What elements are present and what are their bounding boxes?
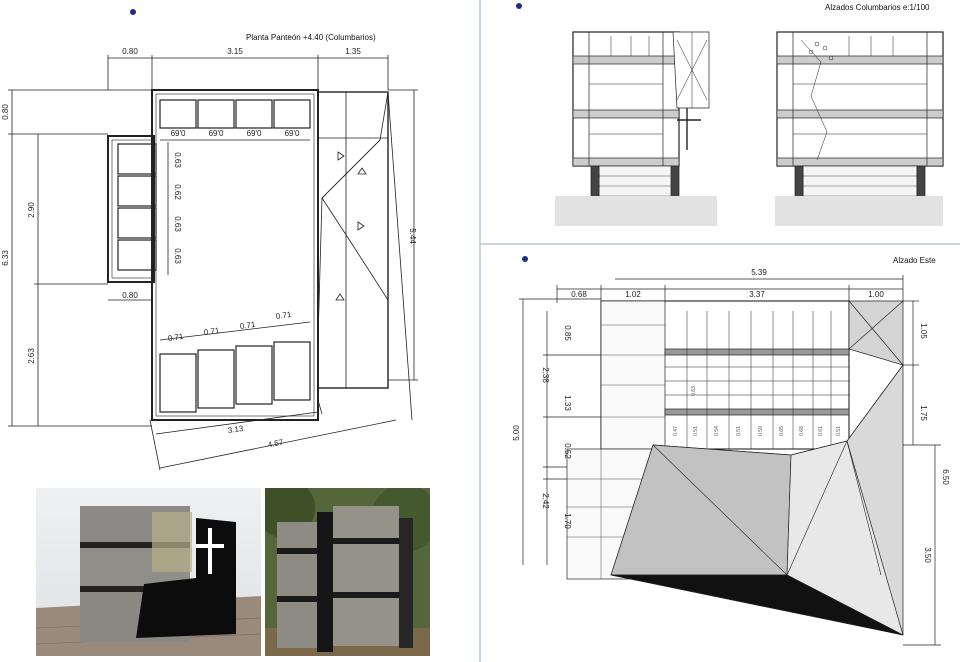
east-niche-dim-9: 0.51	[836, 426, 842, 436]
niche-side-3: 0.63	[173, 216, 182, 232]
east-right-dim-2: 1.75	[919, 405, 928, 421]
east-niche-dim-3: 0.54	[714, 426, 720, 436]
plan-top-dim-3: 1.35	[345, 47, 361, 56]
plan-top-dim-1: 0.80	[122, 47, 138, 56]
render-image	[36, 506, 261, 656]
site-photo	[265, 488, 430, 656]
east-right-dim-3: 6.50	[941, 469, 950, 485]
east-right-dim-4: 3.50	[923, 547, 932, 563]
niche-top-4: 69'0	[285, 129, 300, 138]
east-right-dim-1: 1.05	[919, 323, 928, 339]
plan-left-dim-1: 0.80	[1, 104, 10, 120]
elevations-title: Alzados Columbarios e:1/100	[825, 3, 930, 12]
floor-plan-drawing: 0.80 3.15 1.35 0.80 69'0 69'0 69'0 69'0 …	[1, 47, 418, 471]
plan-left-dim-4: 2.63	[27, 348, 36, 364]
niche-side-2: 0.62	[173, 184, 182, 200]
east-niche-dim-6: 0.65	[779, 426, 785, 436]
columbaria-elevations-drawing	[555, 31, 944, 226]
plan-title: Planta Panteón +4.40 (Columbarios)	[246, 33, 376, 42]
niche-top-3: 69'0	[247, 129, 262, 138]
east-left-dim-4: 0.52	[563, 443, 572, 459]
plan-top-dim-2: 3.15	[227, 47, 243, 56]
east-left-dim-5: 2.42	[541, 493, 550, 509]
east-left-dim-1: 0.85	[563, 325, 572, 341]
plan-left-dim-3: 6.33	[1, 250, 10, 266]
east-top-dim-4: 1.00	[868, 290, 884, 299]
east-niche-dim-10: 0.63	[691, 386, 697, 396]
east-bullet-icon	[522, 256, 528, 262]
east-niche-dim-7: 0.68	[799, 426, 805, 436]
niche-bottom-2: 0.71	[203, 326, 220, 337]
east-left-dim-6: 1.70	[563, 513, 572, 529]
elevations-bullet-icon	[516, 3, 522, 9]
east-niche-dim-8: 0.61	[818, 426, 824, 436]
render-photo	[36, 488, 261, 656]
east-top-dim-1: 0.68	[571, 290, 587, 299]
east-top-dim-3: 3.37	[749, 290, 765, 299]
plan-bottom-dim-2: 4.57	[267, 438, 285, 450]
vertical-divider	[479, 0, 481, 662]
east-title: Alzado Este	[893, 256, 936, 265]
plan-mid-left-dim: 0.80	[122, 291, 138, 300]
east-niche-dim-2: 0.51	[693, 426, 699, 436]
niche-bottom-4: 0.71	[275, 310, 292, 321]
site-image	[265, 488, 430, 656]
niche-bottom-1: 0.71	[167, 332, 184, 343]
plan-right-dim: 5.44	[408, 228, 417, 244]
east-niche-dim-1: 0.47	[673, 426, 679, 436]
east-top-total: 5.39	[751, 268, 767, 277]
east-left-dim-3: 1.33	[563, 395, 572, 411]
plan-bullet-icon	[130, 9, 136, 15]
east-top-dim-2: 1.02	[625, 290, 641, 299]
east-niche-dim-4: 0.51	[736, 426, 742, 436]
niche-side-1: 0.63	[173, 152, 182, 168]
niche-top-2: 69'0	[209, 129, 224, 138]
east-elevation-drawing: 5.39 0.68 1.02 3.37 1.00 5.00 0.85 2.38 …	[512, 268, 950, 646]
niche-top-1: 69'0	[171, 129, 186, 138]
east-left-dim-2: 2.38	[541, 367, 550, 383]
horizontal-divider	[481, 243, 960, 245]
plan-bottom-dim-1: 3.13	[227, 424, 244, 435]
east-left-total: 5.00	[512, 425, 521, 441]
niche-side-4: 0.63	[173, 248, 182, 264]
niche-bottom-3: 0.71	[239, 320, 256, 331]
plan-left-dim-2: 2.90	[27, 202, 36, 218]
east-niche-dim-5: 0.59	[758, 426, 764, 436]
